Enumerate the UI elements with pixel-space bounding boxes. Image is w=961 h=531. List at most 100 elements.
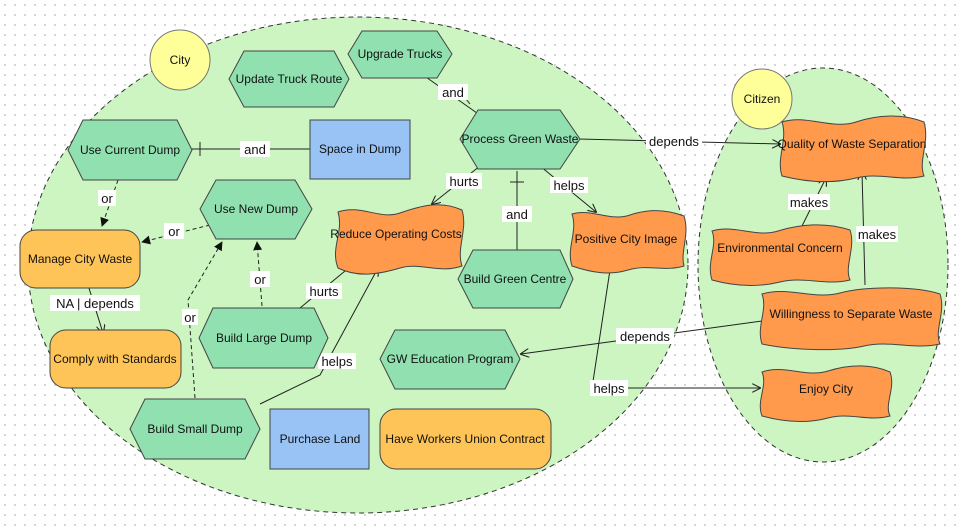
link-label: or [254, 272, 266, 287]
link-bld-hurts-roc[interactable]: hurts [299, 262, 356, 309]
link-label: NA | depends [56, 296, 134, 311]
node-positive-city-image[interactable]: Positive City Image [569, 210, 687, 274]
link-label: makes [858, 227, 897, 242]
task-shape [457, 249, 574, 309]
node-label: Process Green Waste [462, 132, 579, 146]
task-shape [67, 119, 193, 181]
task-shape [199, 179, 313, 240]
softgoal-shape [334, 204, 465, 275]
link-wtsw-depends-gwep[interactable]: depends [521, 320, 763, 354]
task-shape [347, 30, 453, 79]
softgoal-shape [779, 115, 927, 183]
softgoal-shape [569, 210, 687, 274]
link-label: helps [553, 178, 585, 193]
link-pgw-depends-quality[interactable]: depends [577, 133, 780, 149]
link-label: helps [321, 354, 353, 369]
node-environmental-concern[interactable]: Environmental Concern [709, 224, 853, 287]
link-ec-makes-quality[interactable]: makes [788, 178, 830, 231]
actor-city[interactable]: City [149, 29, 211, 91]
link-mcw-depends-cws[interactable]: NA | depends [50, 284, 140, 333]
node-label: Reduce Operating Costs [330, 227, 461, 241]
node-purchase-land[interactable]: Purchase Land [269, 408, 370, 470]
node-label: Space in Dump [319, 142, 401, 156]
link-label: hurts [310, 284, 339, 299]
link-label: hurts [450, 174, 479, 189]
actor-citizen-label: Citizen [744, 92, 781, 106]
node-label: Build Small Dump [147, 422, 243, 436]
softgoal-shape [759, 287, 943, 351]
node-label: Use Current Dump [80, 143, 180, 157]
node-have-workers-union-contract[interactable]: Have Workers Union Contract [379, 408, 552, 470]
nodes: Upgrade Trucks Update Truck Route Proces… [19, 30, 943, 470]
task-shape [228, 50, 350, 108]
node-upgrade-trucks[interactable]: Upgrade Trucks [347, 30, 453, 79]
node-willingness-to-separate-waste[interactable]: Willingness to Separate Waste [759, 287, 943, 351]
softgoal-shape [759, 365, 893, 423]
link-pgw-hurts-roc[interactable]: hurts [432, 165, 482, 204]
link-label: or [101, 191, 113, 206]
link-bsd-or-und[interactable]: or [182, 241, 223, 399]
node-label: Quality of Waste Separation [778, 137, 927, 151]
node-label: Upgrade Trucks [358, 47, 443, 61]
link-wtsw-makes-quality[interactable]: makes [856, 172, 898, 286]
actor-city-circle [149, 29, 211, 91]
node-label: Build Large Dump [216, 331, 312, 345]
link-label: and [506, 207, 528, 222]
goal-shape [19, 229, 141, 289]
node-update-truck-route[interactable]: Update Truck Route [228, 50, 350, 108]
link-upgrade-trucks-and[interactable]: and [422, 74, 485, 119]
link-und-or-mcw[interactable]: or [141, 223, 211, 245]
goal-shape [49, 329, 182, 389]
link-bgc-and-pgw[interactable]: and [502, 171, 532, 250]
node-label: Build Green Centre [464, 272, 567, 286]
link-ucd-or-mcw[interactable]: or [98, 179, 119, 227]
node-quality-of-waste-separation[interactable]: Quality of Waste Separation [778, 115, 927, 183]
node-label: Use New Dump [214, 202, 298, 216]
task-shape [129, 398, 261, 460]
node-comply-with-standards[interactable]: Comply with Standards [49, 329, 182, 389]
node-label: Update Truck Route [236, 72, 343, 86]
node-label: Environmental Concern [717, 241, 842, 255]
task-shape [379, 329, 521, 390]
node-enjoy-city[interactable]: Enjoy City [759, 365, 893, 423]
node-build-small-dump[interactable]: Build Small Dump [129, 398, 261, 460]
node-label: Have Workers Union Contract [385, 432, 545, 446]
link-label: helps [593, 381, 625, 396]
link-bld-or-und[interactable]: or [250, 241, 270, 307]
softgoal-shape [709, 224, 853, 287]
node-label: Willingness to Separate Waste [770, 307, 933, 321]
node-manage-city-waste[interactable]: Manage City Waste [19, 229, 141, 289]
link-space-in-dump-and[interactable]: and [190, 141, 310, 157]
goal-shape [379, 408, 552, 470]
node-process-green-waste[interactable]: Process Green Waste [459, 109, 581, 170]
resource-shape [269, 408, 370, 470]
node-reduce-operating-costs[interactable]: Reduce Operating Costs [330, 204, 465, 275]
actor-city-label: City [170, 53, 191, 67]
link-label: depends [649, 134, 699, 149]
node-build-green-centre[interactable]: Build Green Centre [457, 249, 574, 309]
node-use-new-dump[interactable]: Use New Dump [199, 179, 313, 240]
node-space-in-dump[interactable]: Space in Dump [309, 119, 411, 180]
node-build-large-dump[interactable]: Build Large Dump [198, 307, 329, 369]
actor-citizen-circle [731, 68, 793, 130]
node-use-current-dump[interactable]: Use Current Dump [67, 119, 193, 181]
link-label: and [442, 85, 464, 100]
link-bsd-helps-roc[interactable]: helps [259, 268, 378, 405]
link-label: or [168, 224, 180, 239]
actor-citizen[interactable]: Citizen [731, 68, 793, 130]
node-label: Purchase Land [280, 432, 361, 446]
resource-shape [309, 119, 411, 180]
node-label: GW Education Program [387, 352, 514, 366]
link-pci-helps-ec[interactable]: helps [590, 269, 760, 396]
node-label: Enjoy City [799, 382, 853, 396]
links: and and depends hurts helps [50, 74, 898, 405]
node-label: Positive City Image [575, 232, 678, 246]
task-shape [198, 307, 329, 369]
node-gw-education-program[interactable]: GW Education Program [379, 329, 521, 390]
link-pgw-helps-pci[interactable]: helps [539, 165, 596, 212]
link-label: and [244, 142, 266, 157]
link-label: depends [620, 329, 670, 344]
node-label: Manage City Waste [28, 252, 133, 266]
node-label: Comply with Standards [53, 352, 176, 366]
